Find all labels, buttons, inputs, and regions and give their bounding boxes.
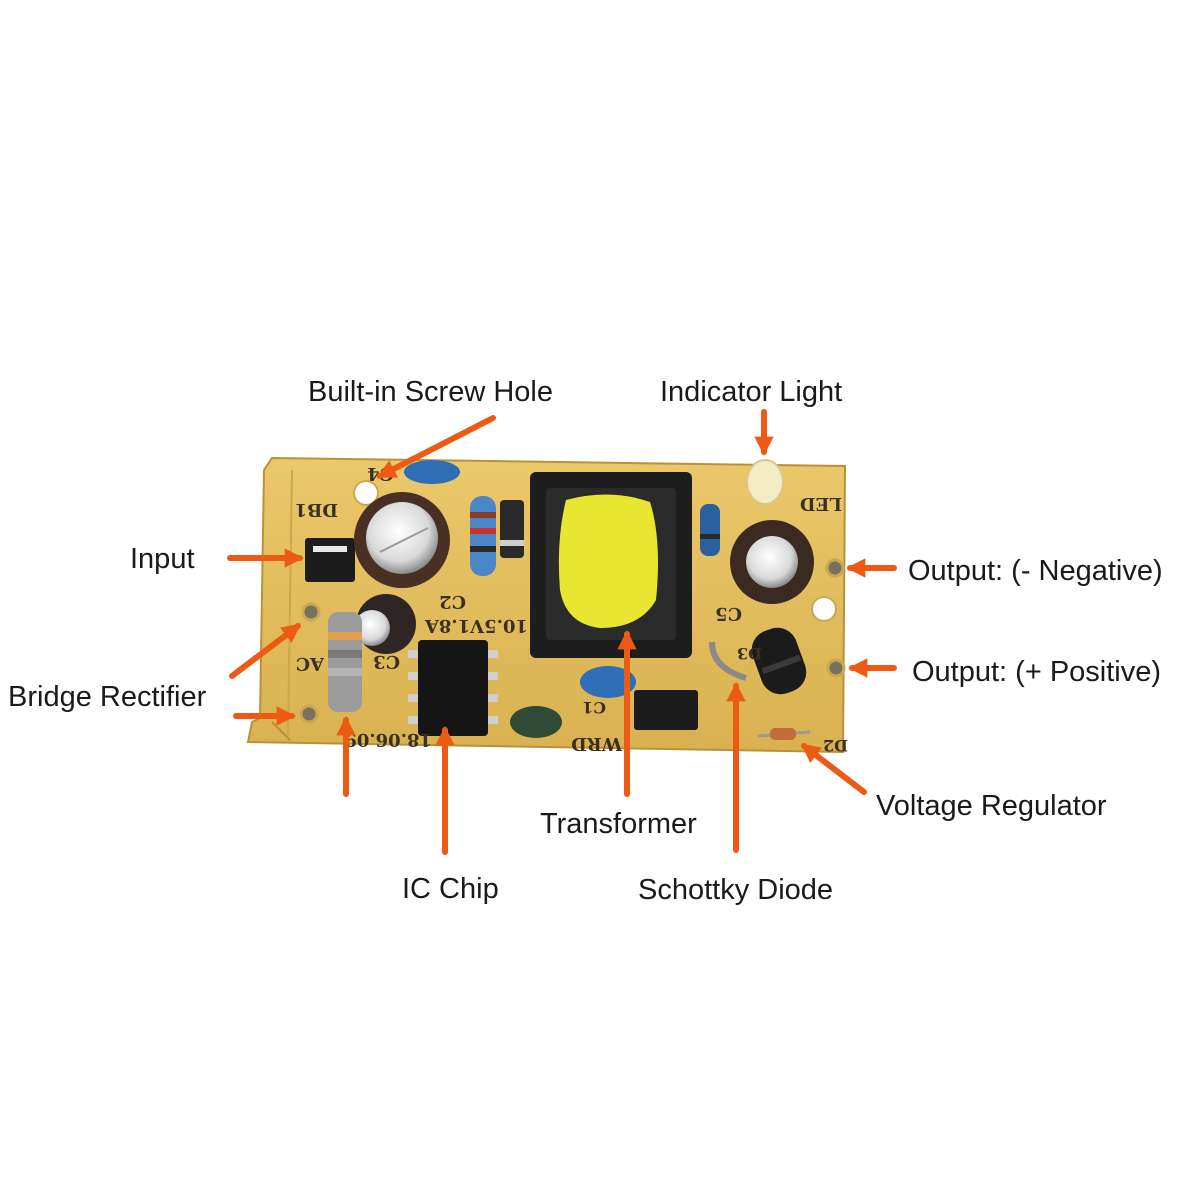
label-transformer: Transformer [540,808,697,840]
arrow-voltage-regulator [800,743,867,795]
screw-hole-top [353,480,379,506]
ceramic-capacitor-top [404,460,460,484]
label-voltage-regulator: Voltage Regulator [876,790,1107,822]
voltage-regulator-component [757,728,811,740]
label-output-negative: Output: (- Negative) [908,555,1163,587]
ceramic-capacitor-c1 [580,666,636,698]
silk-rating: 10.5V1.8A [424,615,528,636]
solder-pads [299,558,846,724]
silk-c1: C1 [582,698,606,717]
schottky-diode-component [709,627,807,695]
capacitor-c5 [730,520,814,604]
silkscreen: DB1 C4 C2 10.5V1.8A C3 AC 18.06.09 WRD C… [295,463,848,755]
diode-small [500,500,524,558]
silk-c2: C2 [439,591,466,612]
label-indicator-light: Indicator Light [660,376,843,408]
silk-led: LED [800,493,842,514]
silk-date: 18.06.09 [344,729,432,750]
capacitor-c3 [354,594,416,654]
inductor [510,706,562,738]
label-output-positive: Output: (+ Positive) [912,656,1162,688]
silk-c3: C3 [373,651,400,672]
transformer-body [530,472,692,658]
silk-wrd: WRD [571,733,623,754]
silk-db1: DB1 [295,499,338,520]
indicator-led [746,459,784,505]
screw-hole-right [811,596,837,622]
resistor [470,496,496,576]
diode-right [700,504,720,556]
smd-component [634,690,698,730]
label-ic-chip: IC Chip [402,873,499,905]
silk-ac: AC [296,653,325,674]
ic-chip-component [408,640,498,736]
bridge-rectifier-component [328,612,362,712]
label-bridge-rectifier: Bridge Rectifier [8,681,207,713]
capacitor-c2 [354,492,450,588]
label-schottky-diode: Schottky Diode [638,874,834,906]
callout-arrows [227,409,897,855]
arrow-screw-hole [376,415,496,479]
input-component [305,538,355,582]
silk-c5: C5 [715,603,742,624]
label-screw-hole: Built-in Screw Hole [308,376,553,408]
arrow-bridge-rectifier-1 [229,623,302,679]
silk-d2: D2 [823,736,848,755]
silk-d3: D3 [737,644,762,663]
label-input: Input [130,543,195,575]
